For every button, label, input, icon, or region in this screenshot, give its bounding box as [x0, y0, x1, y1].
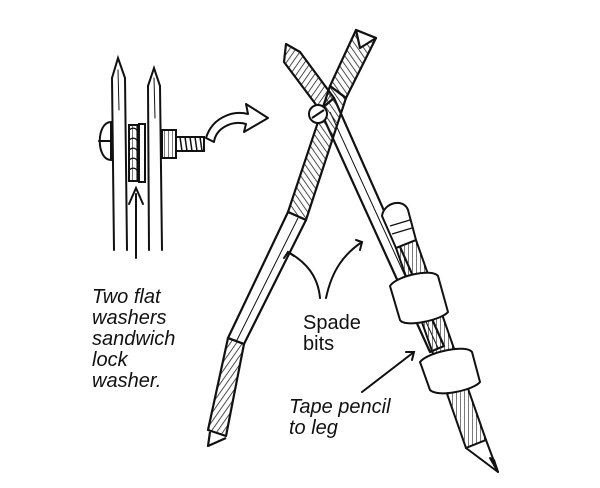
caption-line: Tape pencil: [289, 397, 391, 418]
caption-line: washers: [92, 308, 175, 329]
bolt-thread-icon: [176, 137, 204, 151]
detail-bit-left: [112, 58, 127, 250]
tape-wrap-upper: [390, 273, 448, 324]
nut-icon: [162, 130, 176, 158]
detail-bit-right: [148, 68, 162, 250]
caption-line: bits: [303, 334, 361, 355]
pencil-icon: [382, 203, 498, 472]
caption-line: sandwich: [92, 329, 175, 350]
washer-detail: [99, 58, 204, 258]
detail-to-hinge-arrow: [206, 104, 268, 142]
caption-line: Two flat: [92, 287, 175, 308]
tape-pencil-pointer: [362, 352, 414, 392]
flat-washer-icon: [139, 124, 145, 182]
washer-pointer-arrow: [129, 188, 143, 258]
hinge-bolt-icon: [309, 105, 327, 123]
caption-line: washer.: [92, 371, 175, 392]
caption-line: Spade: [303, 313, 361, 334]
tape-wrap-lower: [420, 349, 480, 394]
spade-bits-caption: Spade bits: [303, 313, 361, 355]
caption-line: lock: [92, 350, 175, 371]
compass-leg-left: [208, 30, 376, 446]
washers-caption: Two flat washers sandwich lock washer.: [92, 287, 175, 392]
lock-washer-icon: [129, 125, 138, 181]
tape-pencil-caption: Tape pencil to leg: [289, 397, 391, 439]
caption-line: to leg: [289, 418, 391, 439]
